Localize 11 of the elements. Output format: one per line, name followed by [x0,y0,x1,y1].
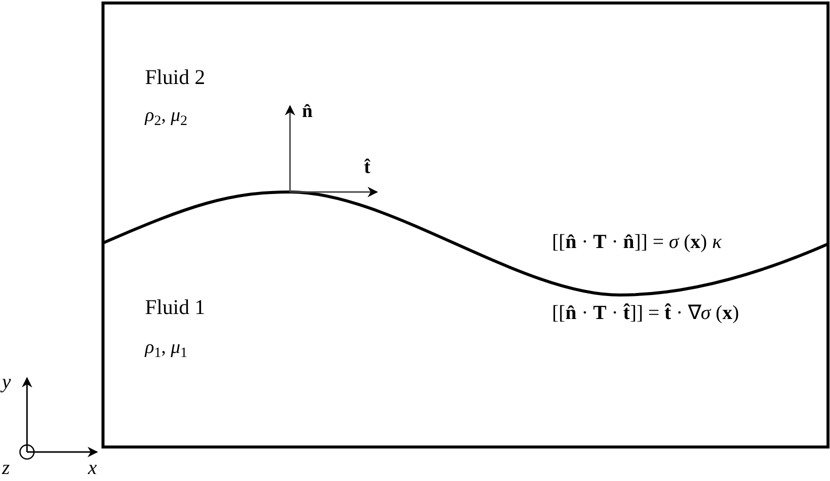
vector-label: n̂ [302,100,313,124]
property-label: ρ$_{1}$, μ$_{1}$ [145,336,188,360]
axis-label: x [88,456,97,481]
equation: [[n̂ · T · n̂]] = σ (x) κ [552,230,722,255]
region-label: Fluid 1 [145,294,206,320]
region-label: Fluid 2 [145,64,206,90]
axis-label: z [2,456,10,481]
property-label: ρ$_{2}$, μ$_{2}$ [145,104,188,128]
axis-label: y [2,370,11,395]
vector-label: t̂ [364,156,370,180]
equation: [[n̂ · T · t̂]] = t̂ · ∇σ (x) [552,301,739,326]
